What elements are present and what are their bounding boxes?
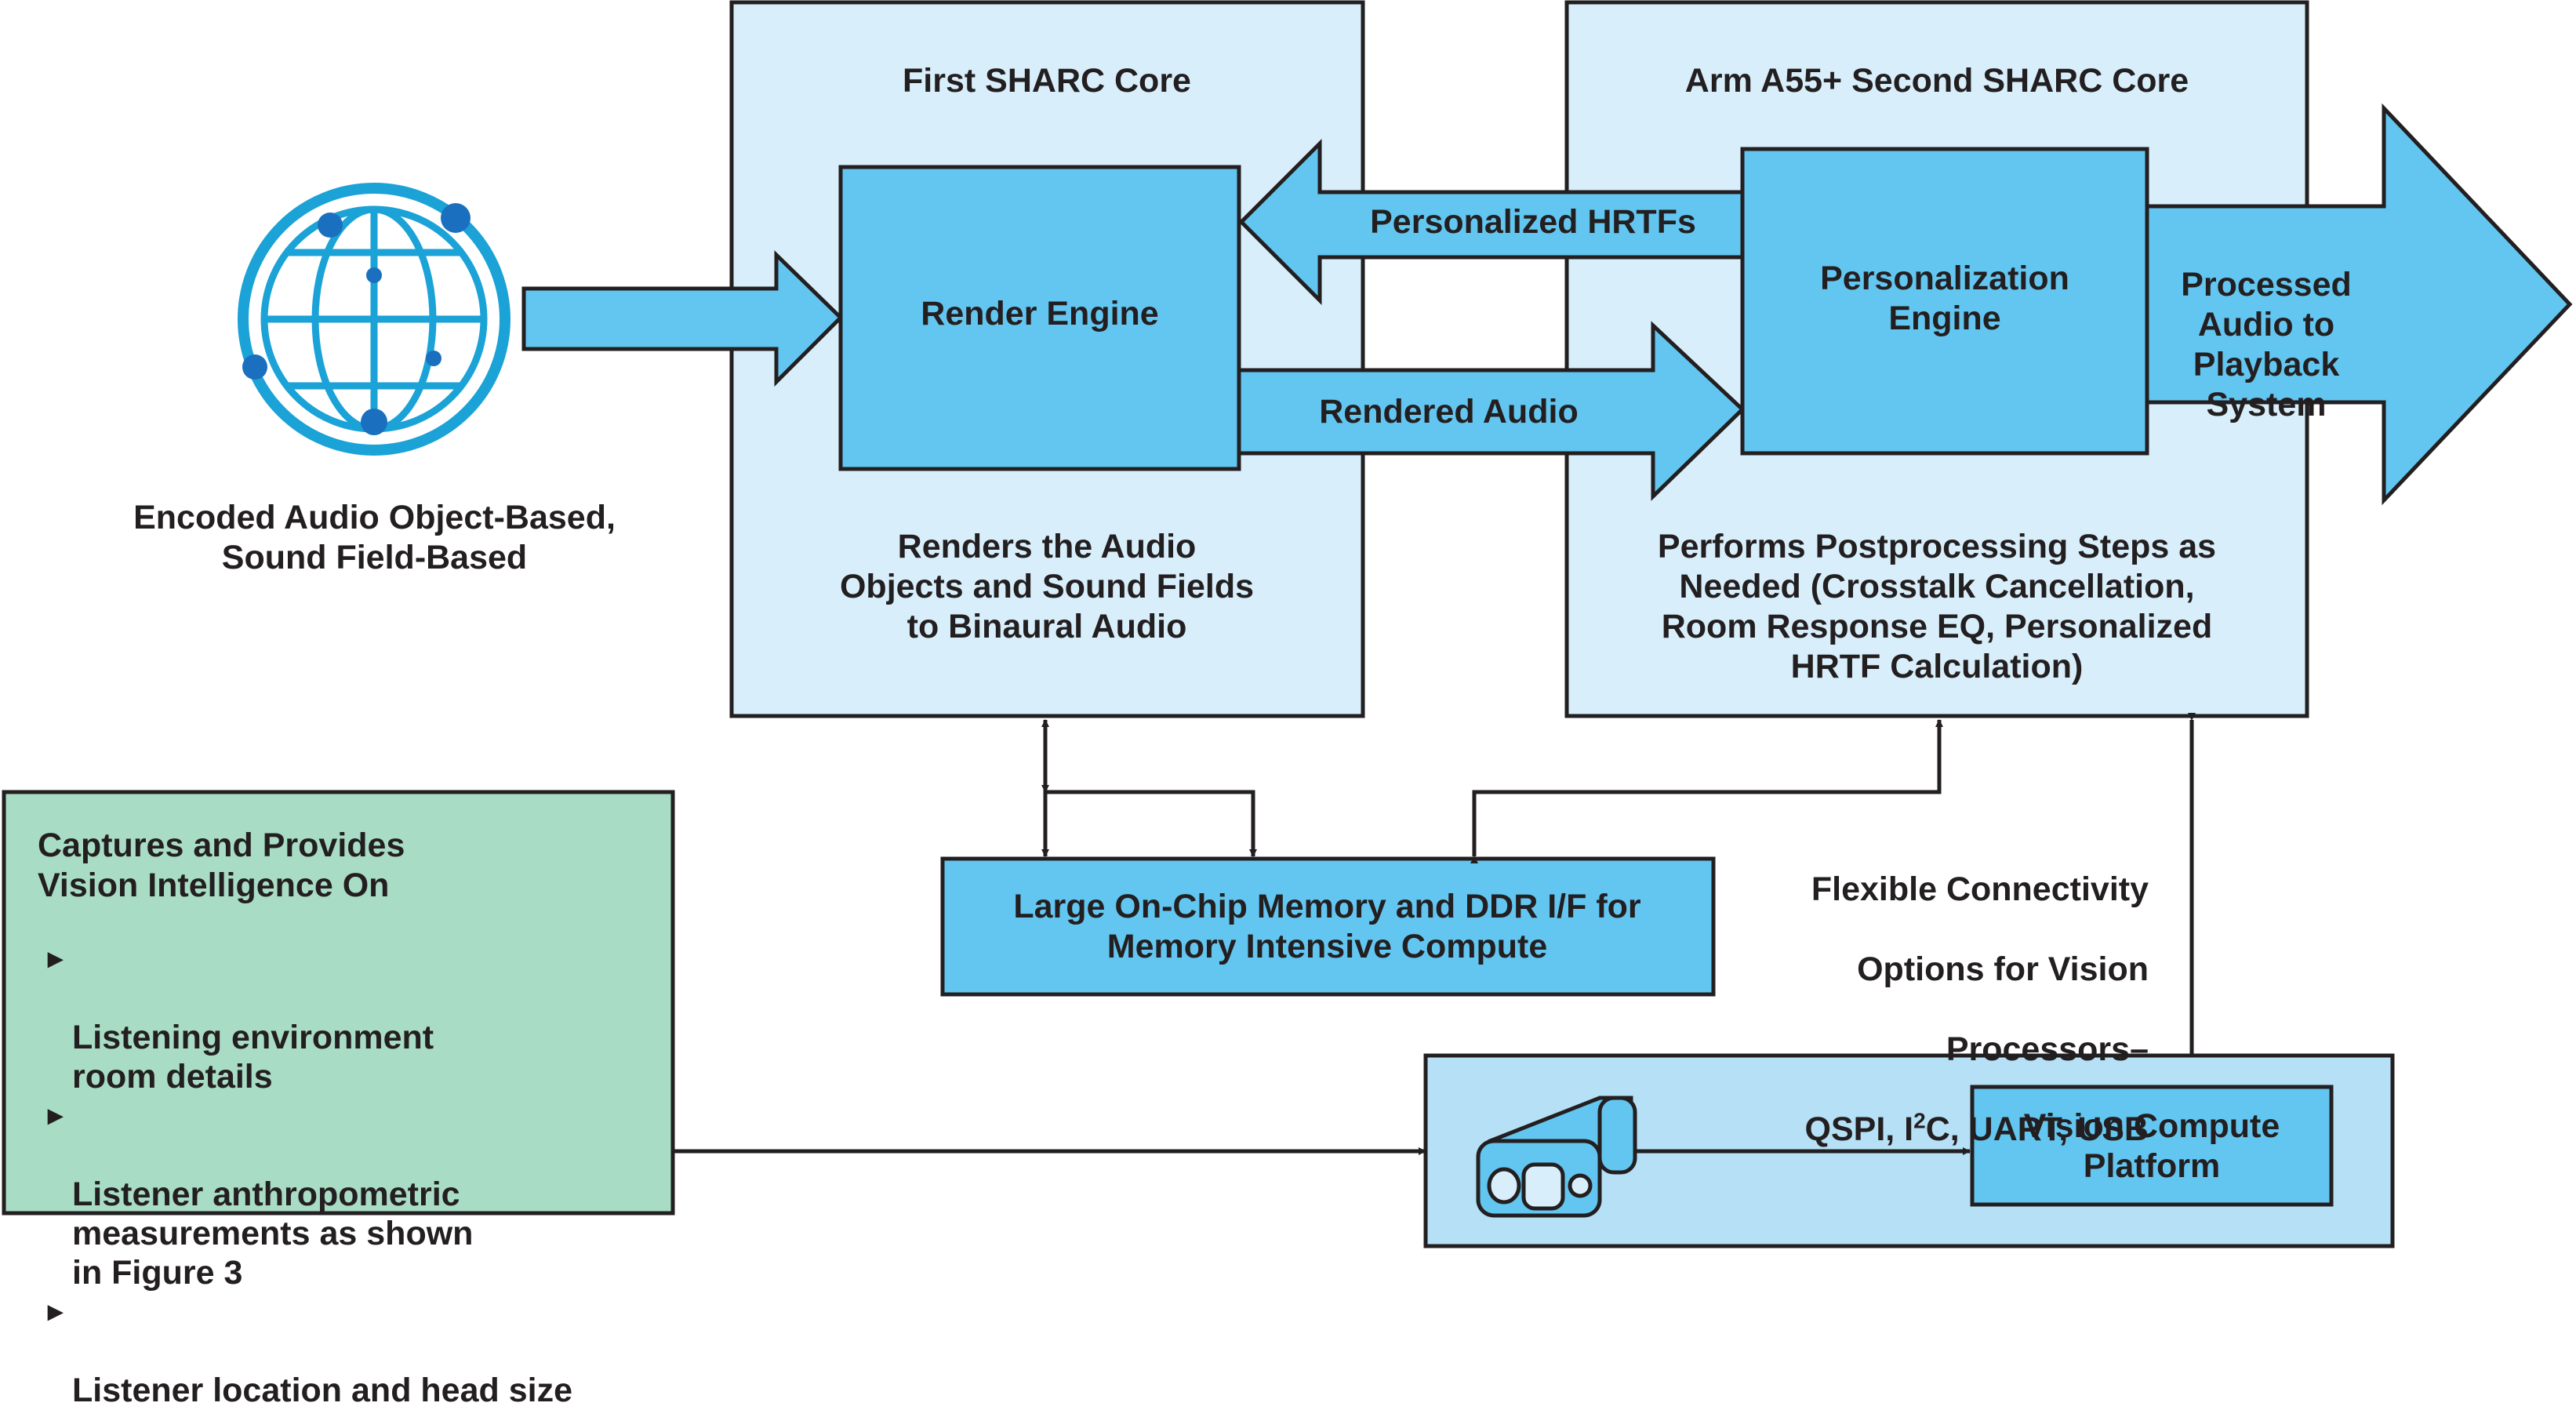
connectivity-line-2: Options for Vision [1857, 950, 2149, 988]
output-arrow [2145, 103, 2573, 506]
vision-bullet-item: ► Listener location and head size [38, 1292, 649, 1410]
output-label: Processed Audio to Playback System [2181, 266, 2352, 423]
memory-label: Large On-Chip Memory and DDR I/F for Mem… [1013, 888, 1641, 965]
first-core-description: Renders the Audio Objects and Sound Fiel… [839, 528, 1254, 645]
rendered-audio-label: Rendered Audio [1319, 393, 1579, 431]
second-core-title: Arm A55+ Second SHARC Core [1684, 62, 2189, 100]
memory-block [940, 856, 1716, 997]
vision-bullet-item: ► Listening environment room details [38, 939, 649, 1096]
connectivity-line-3: Processors– [1946, 1030, 2149, 1068]
vision-bullet-text: Listener anthropometric measurements as … [72, 1176, 474, 1292]
source-label: Encoded Audio Object-Based, Sound Field-… [133, 499, 616, 576]
rendered-audio-arrow [1237, 321, 1746, 501]
first-core-title: First SHARC Core [903, 62, 1191, 100]
bullet-marker-icon: ► [42, 1101, 69, 1131]
vision-bullet-text: Listener location and head size [72, 1372, 572, 1409]
personalization-engine-block [1740, 147, 2149, 456]
vision-title: Captures and Provides Vision Intelligenc… [38, 827, 405, 904]
diagram-canvas [2, 0, 2573, 1248]
second-core-description: Performs Postprocessing Steps as Needed … [1657, 528, 2217, 685]
connectivity-line-4-prefix: QSPI, I [1804, 1110, 1914, 1148]
render-engine-block [838, 165, 1241, 471]
vision-bullet-item: ► Listener anthropometric measurements a… [38, 1096, 649, 1292]
connectivity-line-4-superscript: 2 [1913, 1108, 1926, 1133]
vision-panel [2, 790, 675, 1216]
camera-icon [1476, 1096, 1637, 1218]
connectivity-line-1: Flexible Connectivity [1811, 870, 2149, 908]
connectivity-line-4-suffix: C, UART, USB [1925, 1110, 2149, 1148]
first-core-memory-connector-horizontal [1045, 790, 1257, 857]
connectivity-label: Flexible Connectivity Options for Vision… [1725, 830, 2149, 1190]
second-core-memory-connector [1470, 719, 1943, 863]
bullet-marker-icon: ► [42, 944, 69, 974]
vision-bullet-list: ► Listening environment room details ► L… [38, 939, 649, 1410]
connectivity-line-4: QSPI, I2C, UART, USB [1725, 1110, 2149, 1150]
render-engine-label: Render Engine [921, 295, 1159, 333]
bullet-marker-icon: ► [42, 1297, 69, 1327]
input-arrow [521, 250, 844, 387]
vision-bullet-text: Listening environment room details [72, 1019, 434, 1096]
hrtf-label: Personalized HRTFs [1370, 203, 1696, 241]
vision-compute-block [1970, 1085, 2334, 1207]
globe-icon [238, 183, 510, 456]
hrtf-arrow [1238, 138, 1747, 306]
vision-compute-label: Vision Compute Platform [2023, 1107, 2280, 1185]
personalization-engine-label: Personalization Engine [1820, 260, 2069, 337]
